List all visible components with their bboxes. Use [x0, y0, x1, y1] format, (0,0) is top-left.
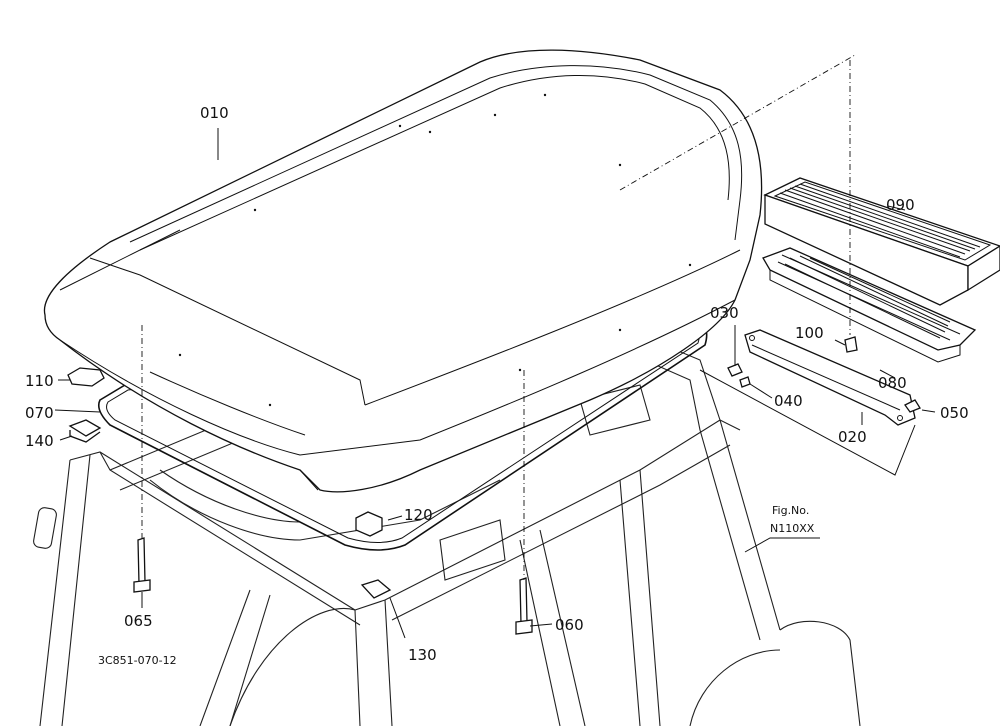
filter-cover-080	[762, 247, 977, 363]
callout-140: 140	[25, 432, 54, 450]
cushion-110	[67, 367, 105, 387]
callout-100: 100	[795, 324, 824, 342]
screw-040	[739, 376, 751, 388]
air-filter-090	[763, 177, 1000, 306]
drawing-code: 3C851-070-12	[98, 654, 177, 667]
roof-panel-010	[43, 49, 763, 493]
callout-040: 040	[774, 392, 803, 410]
bolt-100	[844, 336, 858, 353]
callout-030: 030	[710, 304, 739, 322]
cushion-120	[355, 511, 383, 537]
callout-010: 010	[200, 104, 229, 122]
callout-labels: 010 020 030 040 050 060 065 070 080 090 …	[25, 104, 969, 667]
callout-080: 080	[878, 374, 907, 392]
callout-110: 110	[25, 372, 54, 390]
callout-065: 065	[124, 612, 153, 630]
callout-020: 020	[838, 428, 867, 446]
bracket-020	[744, 329, 916, 426]
callout-120: 120	[404, 506, 433, 524]
callout-090: 090	[886, 196, 915, 214]
callout-060: 060	[555, 616, 584, 634]
callout-070: 070	[25, 404, 54, 422]
cab-frame	[33, 334, 861, 726]
pad-130	[360, 579, 392, 599]
bolt-050	[904, 399, 921, 413]
small-parts	[67, 336, 921, 635]
figure-reference-label: Fig.No.	[772, 504, 809, 517]
callout-050: 050	[940, 404, 969, 422]
pad-140	[68, 419, 102, 443]
callout-130: 130	[408, 646, 437, 664]
figure-reference-number: N110XX	[770, 522, 815, 535]
bolt-065	[137, 537, 146, 585]
bolt-060	[519, 577, 528, 625]
leader-lines	[54, 128, 936, 639]
assembly-center-lines	[141, 54, 856, 580]
